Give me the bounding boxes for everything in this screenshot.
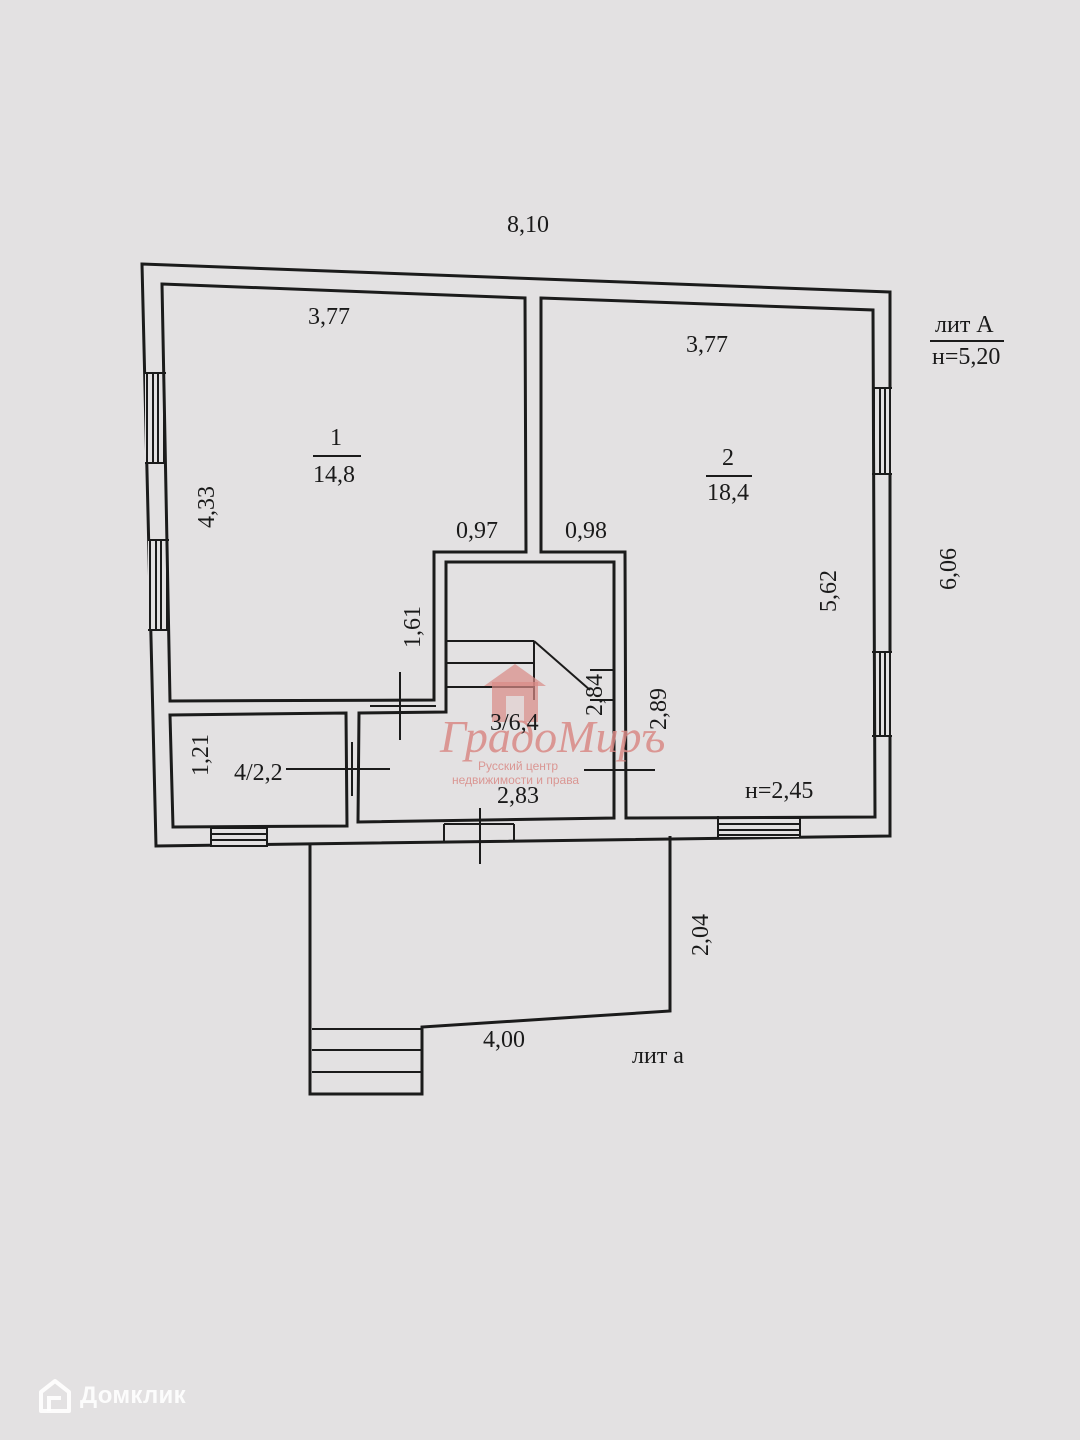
room1-doorway: 0,97: [456, 518, 498, 544]
watermark-line2: недвижимости и права: [452, 773, 579, 787]
room1-depth: 4,33: [194, 486, 220, 528]
lit-main-height: н=5,20: [932, 344, 1000, 370]
door-marks: [286, 672, 655, 864]
lit-annex-label: лит а: [632, 1043, 684, 1069]
window-bottom-right: [717, 816, 801, 837]
room-2: [539, 296, 877, 820]
room3-width: 2,83: [497, 783, 539, 809]
room3-depth: 2,89: [646, 688, 672, 730]
room1-width: 3,77: [308, 304, 350, 330]
room3-label: 3/6,4: [490, 710, 539, 736]
porch-steps: [312, 1028, 422, 1073]
room2-ceiling: н=2,45: [745, 778, 813, 804]
room2-depth: 5,62: [816, 570, 842, 612]
annex-width: 4,00: [483, 1027, 525, 1053]
room1-number: 1: [330, 425, 342, 451]
overall-width: 8,10: [507, 212, 549, 238]
domclick-brand: Домклик: [38, 1378, 186, 1414]
room3-stair-run: 2,84: [582, 674, 608, 716]
windows: [145, 372, 892, 847]
room4-label: 4/2,2: [234, 760, 283, 786]
gradomir-watermark: ГрадоМиръ Русский центр недвижимости и п…: [439, 664, 665, 787]
overall-depth: 6,06: [936, 548, 962, 590]
room-1: [160, 282, 528, 703]
room1-area: 14,8: [313, 462, 355, 488]
room2-area: 18,4: [707, 480, 749, 506]
outer-walls: [140, 262, 892, 848]
castle-logo-icon: [484, 664, 546, 722]
room-4: [168, 711, 349, 829]
room2-doorway: 0,98: [565, 518, 607, 544]
watermark-line1: Русский центр: [478, 759, 558, 773]
room4-depth: 1,21: [188, 734, 214, 776]
brand-name: Домклик: [80, 1382, 186, 1409]
annex: [308, 836, 672, 1096]
house-logo-icon: [39, 1379, 71, 1413]
window-bottom-left: [210, 826, 268, 847]
room3-stair-width: 1,61: [400, 606, 426, 648]
watermark-logo: ГрадоМиръ: [439, 711, 665, 762]
lit-main-label: лит А: [935, 312, 994, 338]
annex-depth: 2,04: [688, 914, 714, 956]
room2-width: 3,77: [686, 332, 728, 358]
room2-number: 2: [722, 445, 734, 471]
